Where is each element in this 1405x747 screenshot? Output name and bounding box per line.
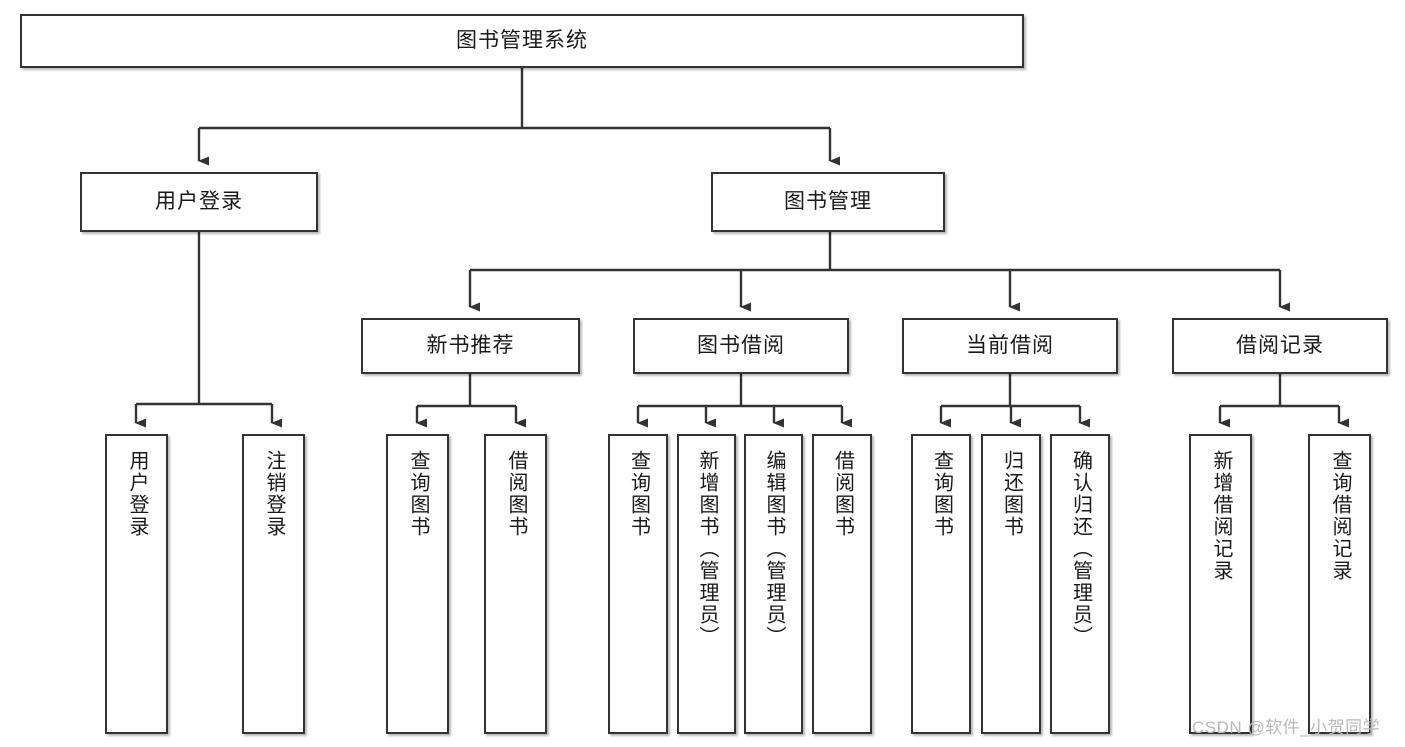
leaf-add-record-label: 新增借阅记录 bbox=[1210, 450, 1232, 582]
node-borrow-record-label: 借阅记录 bbox=[1236, 334, 1324, 358]
leaf-query-book-cur[interactable]: 查询图书 bbox=[911, 434, 971, 734]
leaf-return-book[interactable]: 归还图书 bbox=[981, 434, 1041, 734]
leaf-query-book-rec[interactable]: 查询图书 bbox=[386, 434, 449, 734]
node-new-book-rec[interactable]: 新书推荐 bbox=[361, 318, 580, 374]
leaf-confirm-return[interactable]: 确认归还（管理员） bbox=[1050, 434, 1110, 734]
leaf-query-record-label: 查询借阅记录 bbox=[1329, 450, 1351, 582]
leaf-add-book[interactable]: 新增图书（管理员） bbox=[677, 434, 736, 734]
leaf-user-logout-label: 注销登录 bbox=[263, 450, 285, 538]
leaf-add-book-label: 新增图书（管理员） bbox=[696, 450, 718, 648]
node-root[interactable]: 图书管理系统 bbox=[20, 14, 1024, 68]
node-current-borrow[interactable]: 当前借阅 bbox=[902, 318, 1118, 374]
leaf-borrow-book-rec[interactable]: 借阅图书 bbox=[484, 434, 547, 734]
leaf-query-book-cur-label: 查询图书 bbox=[930, 450, 953, 538]
node-book-borrow[interactable]: 图书借阅 bbox=[633, 318, 849, 374]
leaf-edit-book-label: 编辑图书（管理员） bbox=[763, 450, 785, 648]
node-book-manage-label: 图书管理 bbox=[784, 190, 872, 214]
node-borrow-record[interactable]: 借阅记录 bbox=[1172, 318, 1388, 374]
leaf-borrow-book[interactable]: 借阅图书 bbox=[812, 434, 872, 734]
csdn-watermark: CSDN @软件_小贺同学 bbox=[1192, 718, 1381, 737]
node-user-login-label: 用户登录 bbox=[155, 190, 243, 214]
node-book-manage[interactable]: 图书管理 bbox=[711, 172, 945, 232]
leaf-query-book-label: 查询图书 bbox=[627, 450, 650, 538]
leaf-return-book-label: 归还图书 bbox=[1000, 450, 1023, 538]
node-new-book-rec-label: 新书推荐 bbox=[426, 334, 515, 358]
leaf-user-logout[interactable]: 注销登录 bbox=[242, 434, 305, 734]
node-user-login[interactable]: 用户登录 bbox=[80, 172, 318, 232]
leaf-user-login[interactable]: 用户登录 bbox=[105, 434, 168, 734]
leaf-confirm-return-label: 确认归还（管理员） bbox=[1069, 450, 1092, 648]
leaf-edit-book[interactable]: 编辑图书（管理员） bbox=[744, 434, 803, 734]
leaf-query-record[interactable]: 查询借阅记录 bbox=[1308, 434, 1371, 734]
leaf-add-record[interactable]: 新增借阅记录 bbox=[1189, 434, 1252, 734]
node-root-label: 图书管理系统 bbox=[456, 29, 588, 53]
node-book-borrow-label: 图书借阅 bbox=[697, 334, 785, 358]
leaf-borrow-book-label: 借阅图书 bbox=[831, 450, 854, 538]
leaf-user-login-label: 用户登录 bbox=[126, 450, 148, 538]
leaf-borrow-book-rec-label: 借阅图书 bbox=[505, 450, 527, 538]
leaf-query-book[interactable]: 查询图书 bbox=[608, 434, 668, 734]
leaf-query-book-rec-label: 查询图书 bbox=[407, 450, 429, 538]
node-current-borrow-label: 当前借阅 bbox=[966, 334, 1054, 358]
